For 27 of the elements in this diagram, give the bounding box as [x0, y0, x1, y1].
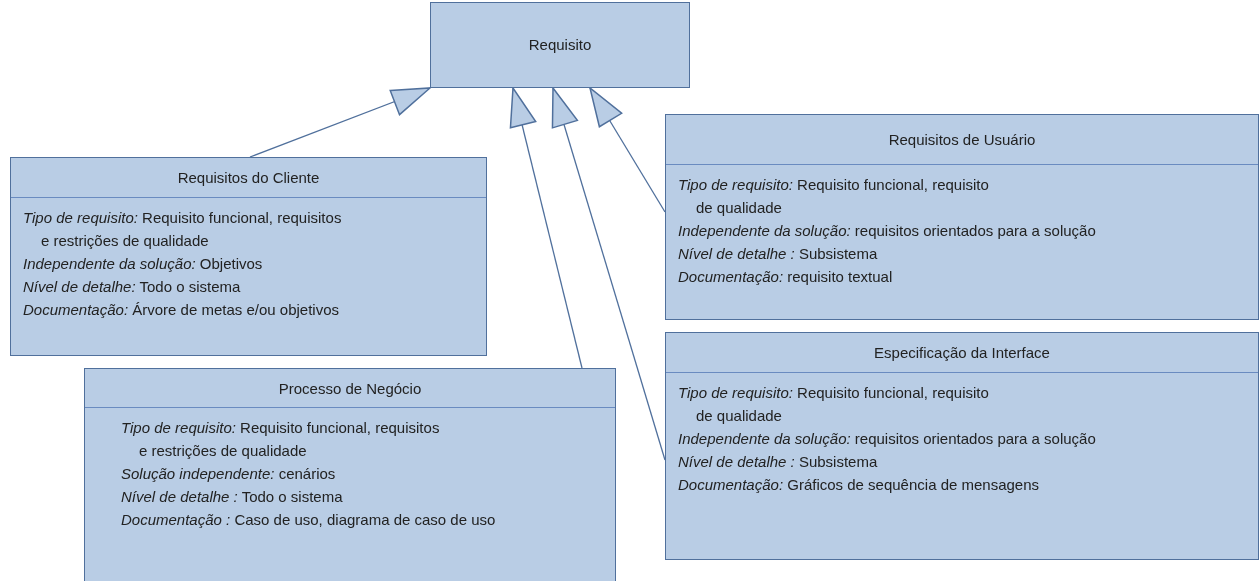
class-box [10, 157, 487, 356]
attribute-text: Documentação: Árvore de metas e/ou objetivos [23, 300, 339, 320]
attribute-text: Documentação: requisito textual [678, 267, 893, 287]
attribute-text: Independente da solução: requisitos orientados para a solução [678, 429, 1096, 449]
attribute-text: Documentação : Caso de uso, diagrama de caso de uso [121, 510, 496, 530]
generalization-arrow [509, 87, 583, 369]
attribute-text: Nível de detalhe : Subsistema [678, 244, 878, 264]
class-box [665, 332, 1259, 560]
class-name: Requisitos do Cliente [11, 158, 486, 198]
attribute-text: Independente da solução: requisitos orientados para a solução [678, 221, 1096, 241]
attribute-text: Independente da solução: Objetivos [23, 254, 263, 274]
generalization-arrow [551, 87, 666, 461]
attribute-text: Nível de detalhe : Subsistema [678, 452, 878, 472]
class-name: Especificação da Interface [666, 333, 1258, 373]
attribute-text: Nível de detalhe: Todo o sistema [23, 277, 241, 297]
attribute-text: Nível de detalhe : Todo o sistema [121, 487, 343, 507]
class-name: Processo de Negócio [85, 369, 615, 408]
class-box [665, 114, 1259, 320]
generalization-arrow [589, 87, 666, 213]
attribute-text: Documentação: Gráficos de sequência de mensagens [678, 475, 1040, 495]
class-box [84, 368, 616, 581]
attribute-text: Solução independente: cenários [121, 464, 336, 484]
class-name: Requisitos de Usuário [666, 115, 1258, 165]
generalization-arrow [249, 87, 431, 158]
class-name: Requisito [527, 35, 593, 55]
class-box [430, 2, 690, 88]
attribute-text: Tipo de requisito: Requisito funcional, requisitos e restrições de qualidade [23, 208, 343, 251]
